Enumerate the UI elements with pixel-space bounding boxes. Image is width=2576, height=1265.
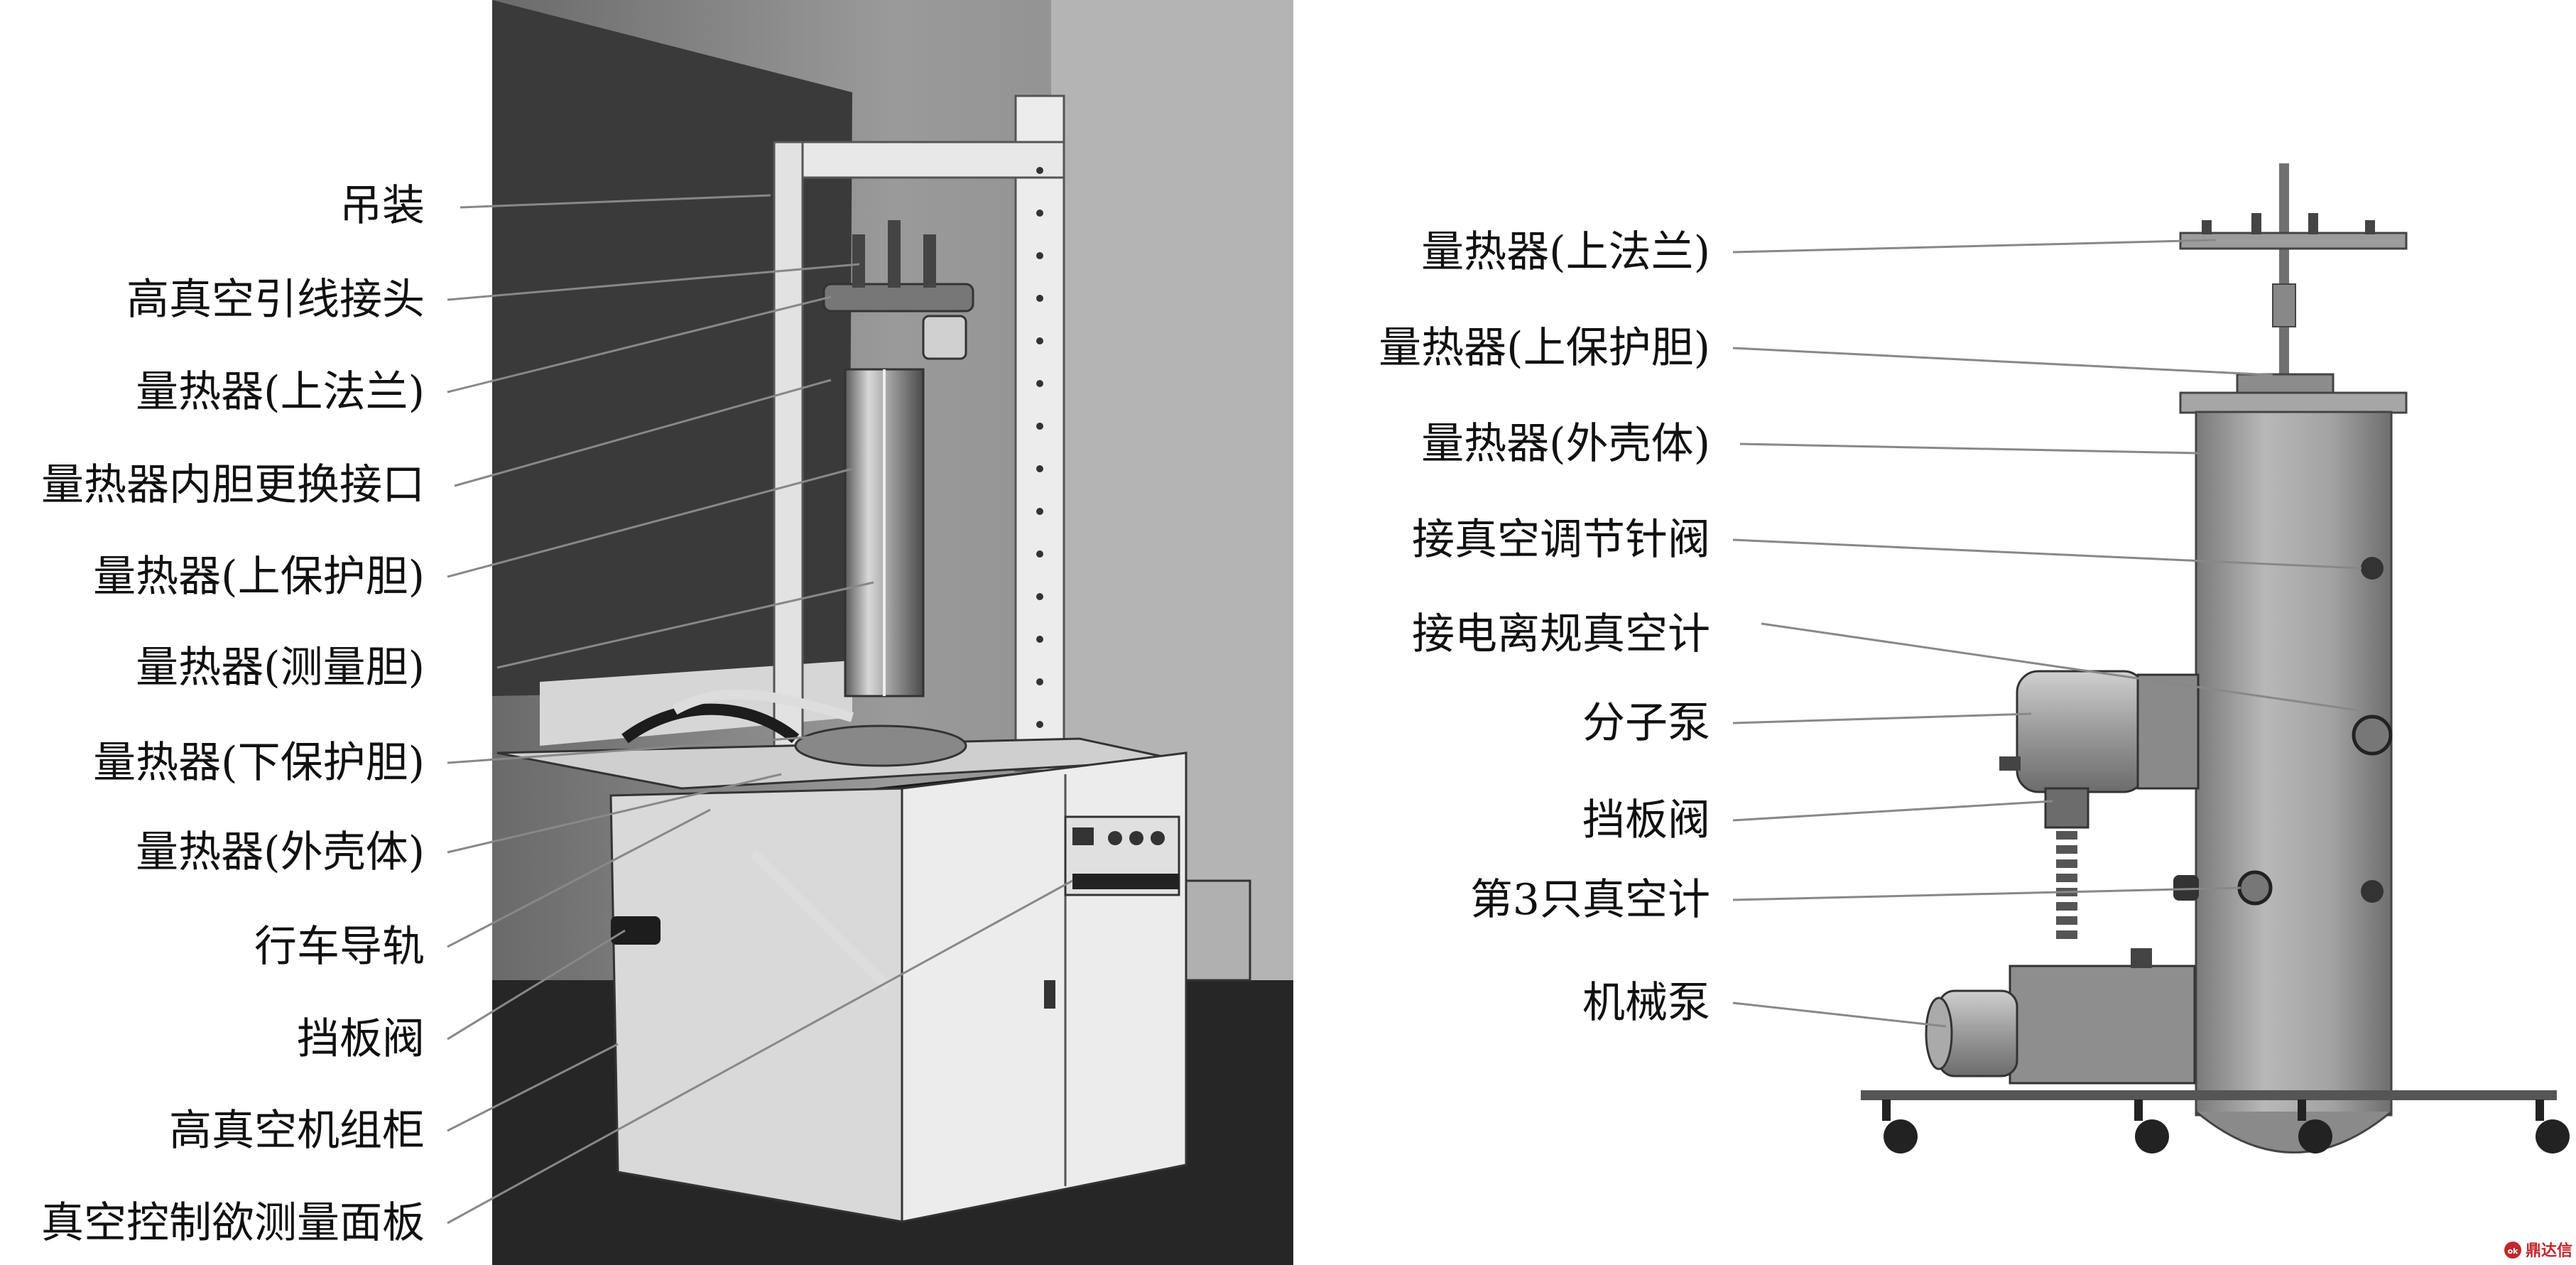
cad-upper-guard: [2236, 373, 2335, 396]
photo-hose: [621, 703, 800, 744]
cad-top-rod: [2279, 163, 2289, 384]
watermark: ok 鼎达信: [2504, 1242, 2572, 1260]
label-outer-shell-right: 量热器(外壳体): [1421, 419, 1710, 469]
photo-gauge: [922, 315, 967, 360]
cad-needle-valve-port: [2361, 557, 2384, 580]
label-needle-valve: 接真空调节针阀: [1412, 515, 1710, 565]
cad-pump-flange: [2136, 673, 2200, 790]
cad-bellows: [2056, 831, 2077, 939]
photo-flange: [822, 283, 974, 313]
cad-wheels: [1882, 1100, 2570, 1153]
label-vacuum-control-panel: 真空控制欲测量面板: [41, 1198, 425, 1248]
cad-shell-bottom: [2195, 1110, 2392, 1153]
right-leaders: [1732, 239, 2362, 1028]
photo-connector-2: [888, 220, 901, 288]
right-label-group: 量热器(上法兰) 量热器(上保护胆) 量热器(外壳体) 接真空调节针阀 接电离规…: [1379, 227, 1710, 1028]
label-outer-shell-left: 量热器(外壳体): [136, 827, 425, 877]
cad-molecular-pump: [2016, 670, 2146, 793]
left-leaders: [447, 194, 1073, 1225]
label-ion-gauge: 接电离规真空计: [1412, 609, 1710, 659]
watermark-badge: ok: [2508, 1247, 2519, 1256]
label-third-gauge: 第3只真空计: [1470, 875, 1710, 925]
photo-handle: [1044, 980, 1055, 1009]
photo-stool: [1185, 879, 1251, 982]
cad-side-port: [2361, 880, 2384, 903]
window-blind: [492, 0, 852, 696]
photo-connector-3: [923, 234, 936, 288]
label-molecular-pump: 分子泵: [1582, 698, 1710, 748]
label-inner-vessel-port: 量热器内胆更换接口: [41, 460, 425, 510]
label-crane-rail: 行车导轨: [254, 922, 425, 972]
cad-shell-flange: [2179, 391, 2408, 414]
equipment-photo: [492, 0, 1293, 1265]
cad-drawing: [1861, 163, 2570, 1153]
label-upper-flange-left: 量热器(上法兰): [136, 367, 425, 417]
photo-connector-1: [852, 234, 865, 288]
cad-rod-fitting: [2272, 283, 2296, 327]
lifting-beam: [773, 141, 1065, 179]
photo-valve: [611, 916, 661, 945]
cad-pump-box: [2009, 965, 2196, 1085]
label-hv-lead-connector: 高真空引线接头: [126, 275, 425, 325]
photo-panel-slot: [1072, 874, 1179, 889]
lifting-column: [1014, 94, 1065, 772]
label-upper-guard-left: 量热器(上保护胆): [93, 552, 425, 602]
watermark-text: 鼎达信: [2526, 1242, 2572, 1260]
cad-gauge3-port: [2237, 870, 2273, 906]
label-upper-guard-right: 量热器(上保护胆): [1379, 323, 1710, 373]
cad-outer-shell: [2195, 411, 2393, 1117]
label-measuring-vessel: 量热器(测量胆): [136, 643, 425, 693]
cad-ion-gauge-port: [2352, 715, 2393, 756]
cad-base-frame: [1861, 1090, 2557, 1100]
label-baffle-valve-right: 挡板阀: [1582, 796, 1710, 845]
watermark-logo-icon: [2504, 1242, 2521, 1259]
column-holes: [1036, 167, 1043, 728]
lifting-side: [773, 141, 804, 769]
cad-gate-valve: [2044, 787, 2089, 829]
label-hoist: 吊装: [339, 181, 425, 231]
label-upper-flange-right: 量热器(上法兰): [1421, 227, 1710, 277]
left-label-group: 吊装 高真空引线接头 量热器(上法兰) 量热器内胆更换接口 量热器(上保护胆) …: [41, 181, 425, 1248]
label-hv-unit-cabinet: 高真空机组柜: [169, 1106, 425, 1156]
label-lower-guard: 量热器(下保护胆): [93, 738, 425, 788]
label-baffle-valve-left: 挡板阀: [297, 1014, 425, 1064]
label-mechanical-pump: 机械泵: [1582, 978, 1710, 1028]
